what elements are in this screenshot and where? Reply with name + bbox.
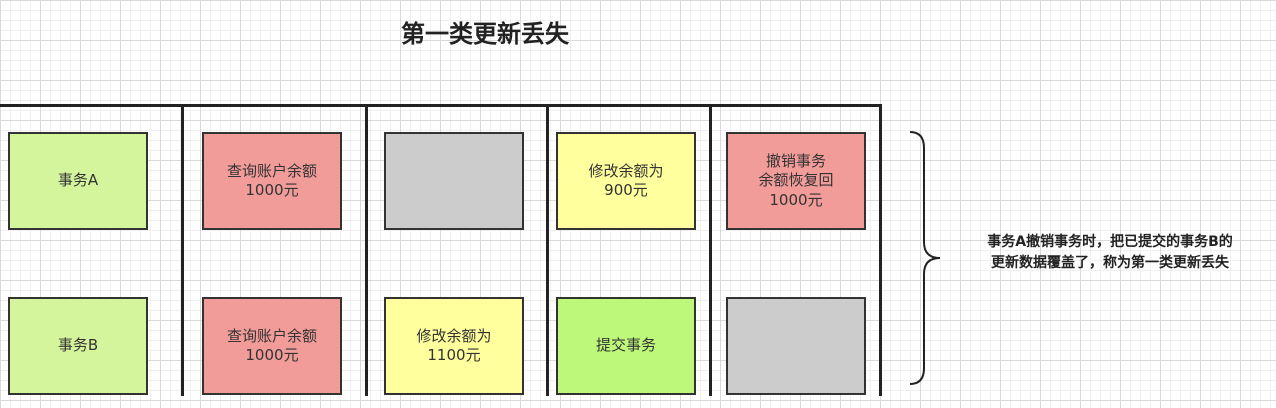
- transaction-a-idle: [384, 132, 524, 230]
- transaction-a-label: 事务A: [8, 132, 148, 230]
- timeline-top-border: [0, 104, 882, 107]
- transaction-b-idle: [726, 297, 866, 395]
- transaction-a-update-balance: 修改余额为 900元: [556, 132, 696, 230]
- curly-brace-icon: [909, 131, 941, 385]
- column-divider-1: [181, 104, 184, 396]
- diagram-title: 第一类更新丢失: [401, 20, 569, 48]
- transaction-b-query-balance: 查询账户余额 1000元: [202, 297, 342, 395]
- transaction-b-update-balance: 修改余额为 1100元: [384, 297, 524, 395]
- transaction-a-rollback: 撤销事务 余额恢复回 1000元: [726, 132, 866, 230]
- column-divider-2: [365, 104, 368, 396]
- column-divider-4: [709, 104, 712, 396]
- transaction-a-query-balance: 查询账户余额 1000元: [202, 132, 342, 230]
- column-divider-5: [879, 104, 882, 396]
- transaction-b-commit: 提交事务: [556, 297, 696, 395]
- transaction-b-label: 事务B: [8, 297, 148, 395]
- column-divider-3: [546, 104, 549, 396]
- explanation-note: 事务A撤销事务时，把已提交的事务B的 更新数据覆盖了，称为第一类更新丢失: [987, 234, 1233, 271]
